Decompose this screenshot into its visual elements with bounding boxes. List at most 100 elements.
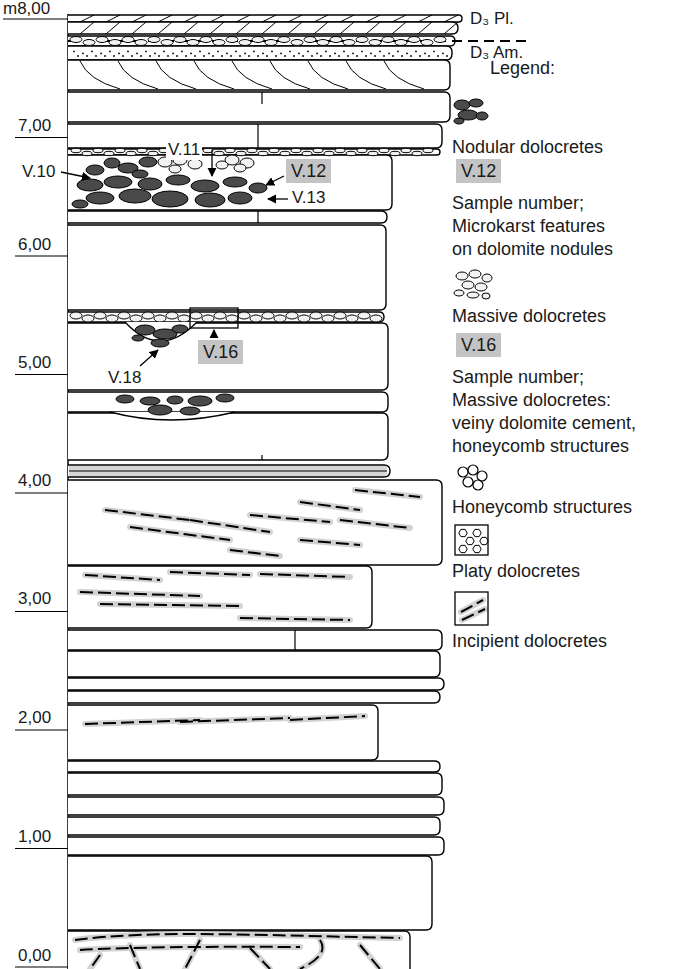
incipient-dash bbox=[290, 716, 365, 720]
cross-bedding bbox=[308, 61, 348, 89]
sand-dot bbox=[95, 55, 97, 57]
bed bbox=[68, 15, 462, 22]
platy-hexagon bbox=[459, 545, 467, 552]
sand-dot bbox=[199, 51, 201, 53]
honeycomb-oval bbox=[174, 37, 186, 43]
honeycomb-oval bbox=[370, 315, 382, 322]
platy-hexagon bbox=[473, 529, 481, 536]
bed bbox=[68, 22, 458, 34]
dolomite-nodule bbox=[216, 394, 234, 402]
incipient-shade bbox=[185, 940, 200, 969]
sand-dot bbox=[338, 55, 340, 57]
sand-dot bbox=[100, 53, 102, 55]
dolomite-hatch bbox=[184, 22, 198, 34]
axis-tick bbox=[15, 374, 68, 375]
legend-heading: Legend: bbox=[490, 58, 555, 78]
sand-dot bbox=[235, 51, 237, 53]
incipient-dash bbox=[360, 945, 380, 969]
dolomite-nodule bbox=[249, 183, 267, 193]
sand-dot bbox=[226, 53, 228, 55]
sand-dot bbox=[397, 51, 399, 53]
cross-bedding bbox=[232, 61, 272, 89]
dolomite-hatch bbox=[132, 15, 146, 22]
honeycomb-oval bbox=[202, 315, 214, 322]
sand-dot bbox=[149, 55, 151, 57]
honeycomb-oval bbox=[280, 151, 290, 155]
incipient-dash bbox=[105, 510, 190, 520]
sand-dot bbox=[347, 55, 349, 57]
honeycomb-icon bbox=[463, 477, 473, 487]
axis-tick bbox=[3, 18, 68, 19]
sand-dot bbox=[365, 55, 367, 57]
leader-arrow bbox=[140, 350, 158, 366]
sand-dot bbox=[104, 55, 106, 57]
nodule-pocket bbox=[125, 322, 197, 341]
dolomite-hatch bbox=[444, 22, 458, 34]
incipient-shade bbox=[80, 947, 300, 950]
axis-tick bbox=[15, 966, 68, 967]
honeycomb-oval bbox=[258, 151, 268, 155]
honeycomb-oval bbox=[252, 37, 264, 43]
honeycomb-oval bbox=[401, 148, 411, 152]
bed bbox=[68, 155, 392, 210]
bed-step bbox=[261, 92, 262, 104]
honeycomb-oval bbox=[238, 312, 250, 319]
incipient-dash bbox=[462, 609, 485, 620]
platy-hexagon bbox=[459, 529, 467, 536]
honeycomb-oval bbox=[322, 315, 334, 322]
honeycomb-oval bbox=[250, 315, 262, 322]
axis-tick bbox=[15, 137, 68, 138]
bed bbox=[68, 92, 450, 122]
honeycomb-oval bbox=[239, 40, 251, 46]
sand-dot bbox=[415, 51, 417, 53]
sand-dot bbox=[293, 55, 295, 57]
bed bbox=[68, 837, 444, 855]
dolomite-hatch bbox=[418, 22, 432, 34]
sand-dot bbox=[230, 55, 232, 57]
sand-dot bbox=[392, 55, 394, 57]
incipient-shade bbox=[105, 510, 190, 520]
sand-dot bbox=[329, 55, 331, 57]
sand-dot bbox=[113, 55, 115, 57]
sample-box: V.12 bbox=[456, 159, 501, 183]
incipient-shade bbox=[170, 572, 250, 575]
axis-tick bbox=[15, 729, 68, 730]
honeycomb-oval bbox=[135, 40, 147, 46]
bed bbox=[68, 761, 440, 772]
bed bbox=[68, 797, 444, 815]
sand-dot bbox=[406, 53, 408, 55]
bed bbox=[68, 705, 378, 760]
axis-tick bbox=[15, 255, 68, 256]
honeycomb-oval bbox=[118, 312, 130, 319]
sand-dot bbox=[185, 55, 187, 57]
sand-dot bbox=[370, 53, 372, 55]
bed-step bbox=[294, 630, 295, 650]
honeycomb-oval bbox=[421, 40, 433, 46]
honeycomb-oval bbox=[274, 315, 286, 322]
dolomite-nodule bbox=[104, 158, 120, 168]
cross-bedding bbox=[80, 61, 120, 89]
sand-dot bbox=[388, 53, 390, 55]
bed-step bbox=[257, 211, 258, 223]
sand-dot bbox=[167, 55, 169, 57]
depth-label: 5,00 bbox=[18, 353, 51, 373]
dolomite-hatch bbox=[184, 15, 198, 22]
sample-box: V.12 bbox=[286, 159, 331, 183]
leader-arrow bbox=[213, 330, 214, 338]
incipient-dash bbox=[80, 592, 200, 596]
sand-dot bbox=[158, 55, 160, 57]
sand-dot bbox=[145, 51, 147, 53]
sand-dot bbox=[208, 53, 210, 55]
incipient-shade bbox=[240, 618, 350, 620]
honeycomb-oval bbox=[356, 37, 368, 43]
dolomite-hatch bbox=[366, 22, 380, 34]
bed bbox=[68, 124, 442, 148]
dolomite-nodule bbox=[148, 405, 172, 415]
incipient-shade bbox=[290, 716, 365, 720]
dolomite-nodule bbox=[469, 99, 483, 107]
incipient-shade bbox=[300, 940, 323, 969]
dolomite-nodule bbox=[86, 165, 104, 175]
honeycomb-oval bbox=[298, 315, 310, 322]
honeycomb-oval bbox=[161, 40, 173, 46]
cross-bedding bbox=[346, 61, 386, 89]
